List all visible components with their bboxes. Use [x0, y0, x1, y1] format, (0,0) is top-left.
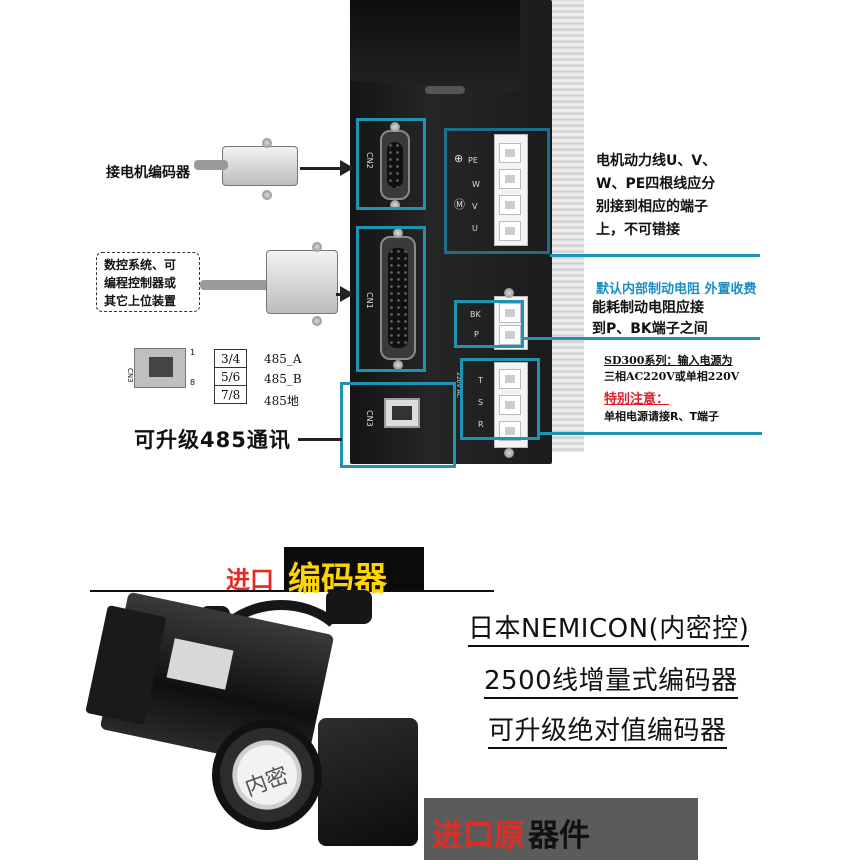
motor-power-line-4: 上，不可错接: [596, 222, 680, 238]
brake-terminal-screw: [504, 288, 514, 298]
pin-map-pins: 7/8: [213, 385, 248, 404]
input-terminal-pointer: [540, 432, 762, 435]
brake-resistor-line-1: 能耗制动电阻应接: [592, 300, 704, 316]
pin-map-pins: 5/6: [213, 367, 248, 386]
db9-screw-bottom: [262, 190, 272, 200]
origin-banner: [424, 798, 698, 860]
pin-map-row: 5/6: [213, 367, 248, 386]
cn2-screw-top: [390, 122, 400, 132]
db44-cable: [200, 280, 270, 290]
motor-power-line-1: 电机动力线U、V、: [596, 153, 717, 169]
encoder-spec-absolute: 可升级绝对值编码器: [488, 710, 727, 749]
db9-screw-top: [262, 138, 272, 148]
encoder-arrow-head: [340, 160, 354, 176]
cn3-highlight: [340, 382, 456, 468]
motor-icon: Ⓜ: [454, 198, 465, 211]
db44-screw-bottom: [312, 316, 322, 326]
driver-top-cover: [350, 0, 520, 92]
pin-map-table: 3/4 5/6 7/8: [213, 349, 248, 404]
terminal-label-t: T: [478, 376, 483, 385]
motor-connector-plug: [326, 590, 372, 624]
origin-banner-red: 进口原: [432, 818, 525, 854]
controller-label-line-3: 其它上位装置: [104, 294, 177, 308]
motor-power-terminal: [494, 134, 528, 246]
cn2-screw-bottom: [390, 200, 400, 210]
pin-map-pins: 3/4: [213, 349, 248, 368]
pin-map-row: 7/8: [213, 385, 248, 404]
terminal-label-w: W: [472, 180, 480, 189]
db44-screw-top: [312, 242, 322, 252]
controller-label-box: [96, 252, 200, 312]
input-terminal-screw: [504, 448, 514, 458]
pin-map-signal-gnd: 485地: [264, 394, 299, 408]
encoder-spec-brand: 日本NEMICON(内密控): [468, 608, 750, 647]
db9-cable: [194, 160, 228, 170]
origin-banner-black: 器件: [528, 818, 590, 854]
controller-arrow-head: [340, 286, 354, 302]
power-input-terminal: [494, 362, 528, 448]
power-input-line-2: 三相AC220V或单相220V: [604, 370, 740, 383]
motor-rear-housing: [318, 718, 418, 846]
motor-power-line-3: 别接到相应的端子: [596, 199, 708, 215]
rs485-title: 可升级485通讯: [134, 428, 291, 452]
terminal-label-bk: BK: [470, 310, 481, 319]
terminal-label-p: P: [474, 330, 479, 339]
encoder-arrow-line: [300, 167, 342, 170]
encoder-banner: [284, 547, 424, 591]
pin-map-signal-a: 485_A: [264, 352, 302, 366]
controller-label-line-1: 数控系统、可: [104, 258, 177, 272]
terminal-label-r: R: [478, 420, 484, 429]
cn3-rj45-port: [384, 398, 420, 428]
cn2-highlight: [356, 118, 426, 210]
rs485-arrow-line: [298, 438, 342, 441]
pin-number-8: 8: [190, 378, 196, 387]
special-note: 特别注意：: [604, 392, 670, 407]
terminal-label-u: U: [472, 224, 478, 233]
brake-terminal-pointer: [524, 337, 760, 340]
pin-number-1: 1: [190, 348, 196, 357]
cn1-port: [380, 236, 416, 360]
power-terminal-pointer: [550, 254, 760, 257]
cn3-connector-image: [134, 348, 186, 388]
terminal-label-s: S: [478, 398, 484, 407]
brake-resistor-note: 默认内部制动电阻 外置收费: [596, 282, 757, 297]
encoder-banner-prefix: 进口: [226, 566, 274, 594]
encoder-cable-label: 接电机编码器: [106, 165, 190, 181]
input-terminal-highlight: [460, 358, 540, 440]
encoder-spec-resolution: 2500线增量式编码器: [484, 660, 738, 699]
pin-map-signal-b: 485_B: [264, 372, 302, 386]
power-terminal-highlight: [444, 128, 550, 254]
terminal-label-v: V: [472, 202, 478, 211]
pinbox-cn3-label: CN3: [126, 368, 134, 383]
driver-indicator-slot: [425, 86, 465, 94]
db44-connector: [266, 250, 338, 314]
power-input-line-1: SD300系列：输入电源为: [604, 354, 733, 367]
encoder-divider-line: [90, 590, 494, 592]
ground-icon: ⊕: [454, 152, 464, 165]
brake-terminal-highlight: [454, 300, 524, 348]
motor-power-line-2: W、PE四根线应分: [596, 176, 716, 192]
cn1-screw-bottom: [393, 360, 403, 370]
encoder-cap: [212, 720, 322, 830]
pin-map-row: 3/4: [213, 349, 248, 368]
terminal-label-pe: PE: [468, 156, 478, 165]
db9-connector: [222, 146, 298, 186]
cn1-screw-top: [393, 228, 403, 238]
controller-label-line-2: 编程控制器或: [104, 276, 177, 290]
brake-resistor-line-2: 到P、BK端子之间: [592, 321, 708, 337]
special-note-detail: 单相电源请接R、T端子: [604, 410, 719, 423]
cn1-highlight: [356, 226, 426, 372]
